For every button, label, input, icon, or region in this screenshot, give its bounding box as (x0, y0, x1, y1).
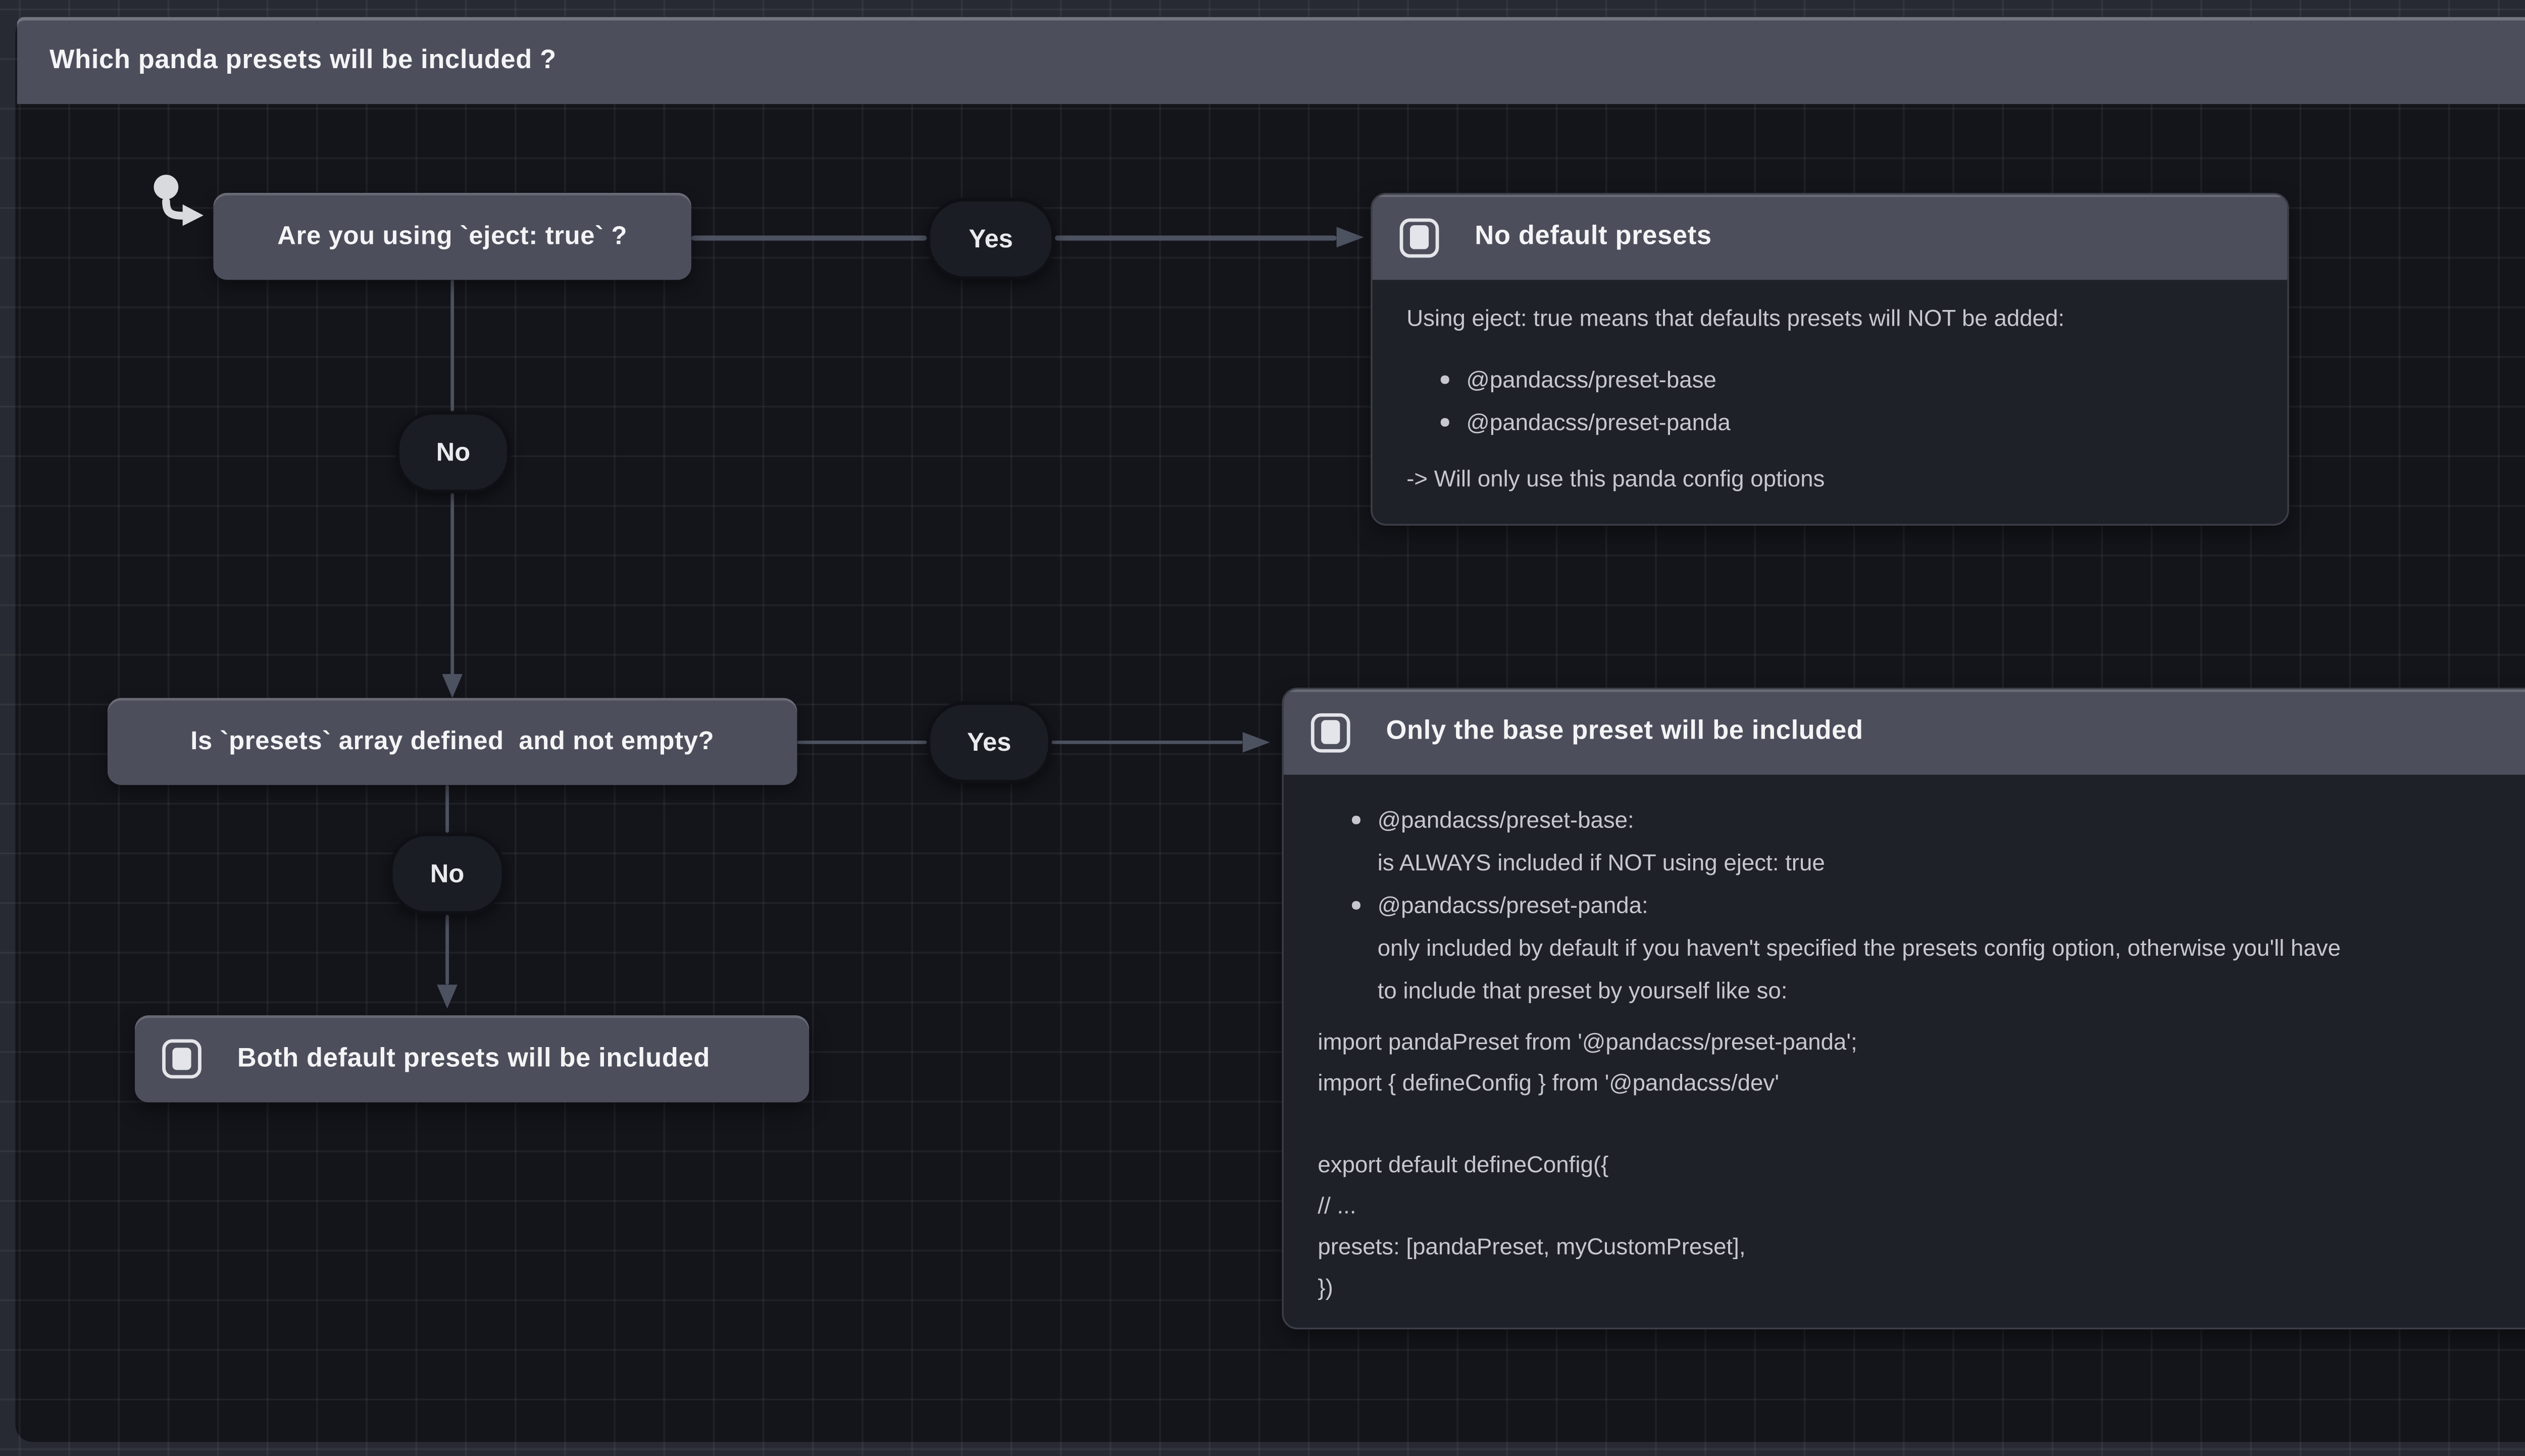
node-no-default-presets-title: No default presets (1475, 222, 1712, 251)
edge-q1-no-line (450, 280, 454, 411)
frame-icon-inner (1410, 225, 1429, 249)
edge-q2-no-line (445, 785, 449, 833)
frame-icon-inner (1321, 720, 1340, 744)
diagram-title-bar[interactable]: Which panda presets will be included ? (17, 17, 2525, 105)
edge-q1-yes-line (691, 235, 927, 240)
node-base-preset-only-header: Only the base preset will be included (1283, 689, 2525, 775)
edge-yes-to-boxA-line (1054, 235, 1337, 240)
edge-label-yes-top[interactable]: Yes (927, 198, 1055, 280)
base-preset-bullet-list: @pandacss/preset-base: is ALWAYS include… (1318, 799, 2525, 1012)
edge-label-no-top-text: No (436, 437, 471, 467)
frame-icon-inner (173, 1047, 191, 1071)
edge-label-yes-mid[interactable]: Yes (927, 701, 1052, 784)
edge-label-no-top[interactable]: No (396, 411, 511, 493)
config-code-snippet: import pandaPreset from '@pandacss/prese… (1318, 1029, 1857, 1301)
no-default-outro: -> Will only use this panda config optio… (1406, 465, 1825, 492)
node-question-eject[interactable]: Are you using `eject: true` ? (213, 192, 691, 280)
node-base-preset-only[interactable]: Only the base preset will be included @p… (1282, 688, 2525, 1330)
edge-no-to-q2-line (450, 493, 454, 676)
node-both-default-presets-title: Both default presets will be included (237, 1043, 711, 1073)
frame-icon (162, 1039, 201, 1079)
node-base-preset-only-body: @pandacss/preset-base: is ALWAYS include… (1284, 775, 2525, 1323)
edge-yes-to-boxB-line (1051, 740, 1243, 745)
no-default-bullet-list: @pandacss/preset-base @pandacss/preset-p… (1406, 358, 2253, 444)
edge-q2-yes-line (797, 740, 927, 745)
arrowhead-into-boxB (1242, 731, 1270, 752)
node-base-preset-only-title: Only the base preset will be included (1386, 716, 1863, 746)
node-question-presets-array-label: Is `presets` array defined and not empty… (190, 726, 715, 756)
edge-label-no-mid[interactable]: No (389, 833, 506, 915)
diagram-title: Which panda presets will be included ? (49, 45, 557, 75)
frame-icon (1310, 712, 1350, 752)
arrowhead-into-boxA (1336, 226, 1364, 247)
list-item: @pandacss/preset-base: is ALWAYS include… (1318, 799, 2525, 884)
list-item: @pandacss/preset-base (1406, 358, 2253, 401)
edge-label-yes-top-text: Yes (969, 224, 1013, 253)
frame-icon (1399, 217, 1439, 257)
no-default-intro: Using eject: true means that defaults pr… (1406, 305, 2065, 331)
edge-label-no-mid-text: No (430, 859, 465, 889)
list-item: @pandacss/preset-panda: only included by… (1318, 884, 2525, 1012)
node-question-presets-array[interactable]: Is `presets` array defined and not empty… (107, 698, 797, 785)
arrowhead-into-q2 (441, 674, 462, 698)
edge-label-yes-mid-text: Yes (967, 727, 1012, 757)
node-both-default-presets[interactable]: Both default presets will be included (135, 1015, 810, 1103)
node-question-eject-label: Are you using `eject: true` ? (277, 222, 628, 251)
click-cursor-icon (154, 175, 204, 226)
node-no-default-presets-header: No default presets (1372, 194, 2288, 280)
list-item: @pandacss/preset-panda (1406, 401, 2253, 444)
edge-no-to-box3-line (445, 914, 449, 985)
node-no-default-presets-body: Using eject: true means that defaults pr… (1373, 280, 2288, 510)
node-no-default-presets[interactable]: No default presets Using eject: true mea… (1371, 192, 2289, 526)
arrowhead-into-box3 (436, 984, 457, 1009)
